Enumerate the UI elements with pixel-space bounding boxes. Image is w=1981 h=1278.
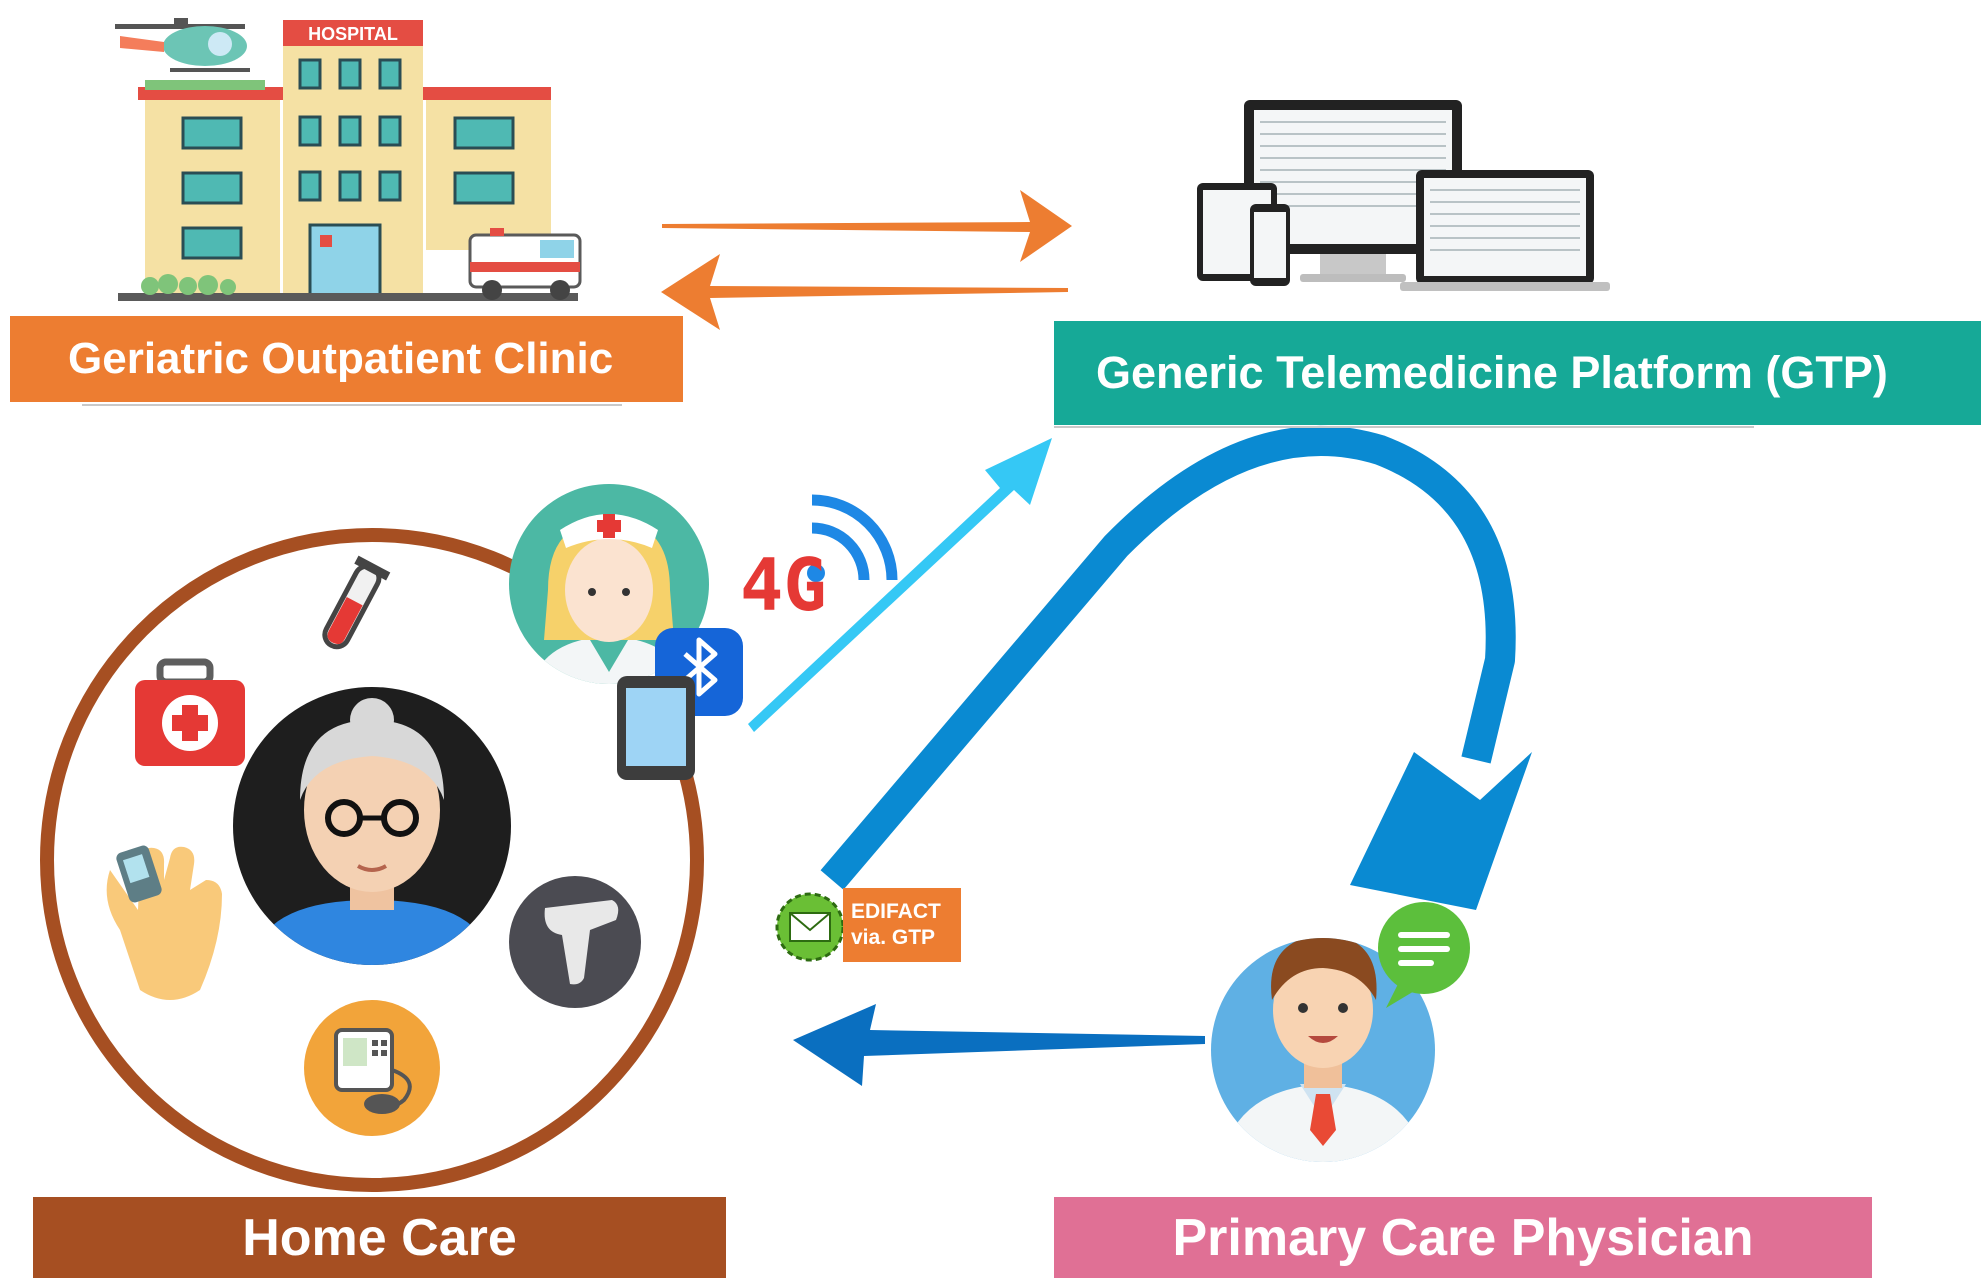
scanner-icon: [509, 876, 641, 1008]
gtp-underline: [1054, 426, 1754, 428]
arrow-gtp-to-physician: [820, 425, 1532, 910]
mail-icon: [775, 892, 845, 962]
4g-signal-icon: 4G: [740, 494, 898, 627]
chat-bubble-icon: [1378, 902, 1470, 1008]
gtp-label: Generic Telemedicine Platform (GTP): [1096, 347, 1888, 398]
gtp-label-box: [1054, 321, 1981, 425]
arrow-home-to-gtp: [748, 438, 1052, 732]
pulse-oximeter-icon: [106, 845, 222, 1000]
home-care-label: Home Care: [242, 1208, 517, 1267]
edifact-badge: EDIFACT via. GTP: [843, 888, 961, 962]
first-aid-kit-icon: [135, 658, 245, 766]
arrow-clinic-to-gtp: [662, 190, 1072, 262]
clinic-label-box: [10, 316, 683, 402]
test-tube-icon: [322, 555, 391, 650]
helicopter-icon: [115, 18, 250, 72]
ambulance-icon: [468, 228, 582, 300]
physician-label: Primary Care Physician: [1172, 1208, 1754, 1267]
arrow-physician-to-home: [793, 1004, 1205, 1086]
home-care-label-box: [33, 1197, 726, 1278]
edifact-line-1: EDIFACT: [851, 899, 941, 923]
arrow-gtp-to-clinic: [661, 254, 1068, 330]
hospital-sign: HOSPITAL: [308, 24, 398, 44]
physician-label-box: [1054, 1197, 1872, 1278]
elderly-woman-avatar-icon: [233, 687, 511, 965]
home-care-ring: [40, 528, 704, 1192]
clinic-label: Geriatric Outpatient Clinic: [68, 334, 614, 383]
network-badge: 4G: [740, 543, 827, 627]
edifact-line-2: via. GTP: [851, 926, 936, 949]
clinic-underline: [82, 404, 622, 406]
hospital-illustration: HOSPITAL: [115, 18, 582, 301]
devices-icon: [1197, 100, 1610, 291]
doctor-avatar-icon: [1211, 938, 1435, 1162]
blood-pressure-monitor-icon: [304, 1000, 440, 1136]
tablet-icon: [617, 676, 695, 780]
